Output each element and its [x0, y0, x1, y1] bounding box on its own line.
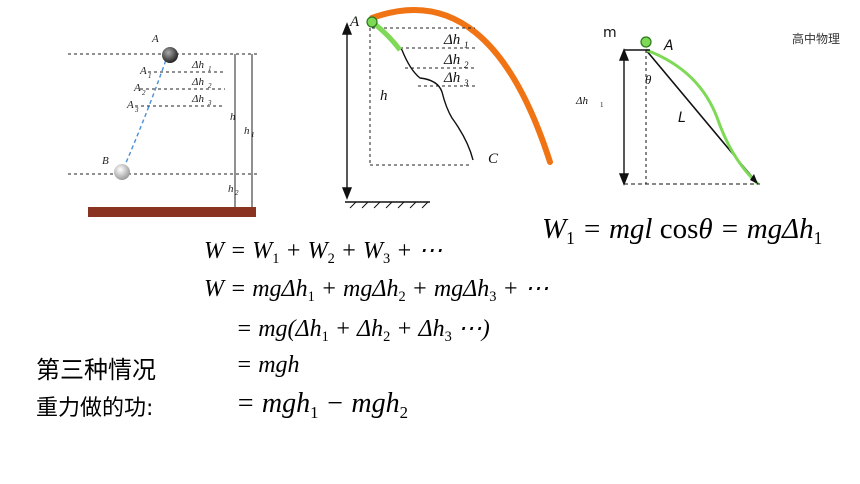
label-dh3: Δh: [443, 70, 460, 86]
trajectory-path: [121, 53, 169, 173]
work-label: 重力做的功:: [36, 396, 154, 421]
svg-text:2: 2: [208, 82, 212, 90]
formula-line-3: = mg(Δh1 + Δh2 + Δh3 ⋯): [236, 316, 490, 346]
label-C: C: [488, 151, 499, 167]
label-A3: A: [126, 99, 134, 111]
label-h: h: [230, 111, 236, 123]
svg-text:1: 1: [251, 131, 255, 139]
label-m: m: [603, 25, 617, 41]
svg-text:1: 1: [600, 101, 604, 109]
orange-curve: [369, 7, 553, 165]
point-a: [640, 36, 652, 48]
formula-line-4: = mgh: [236, 352, 300, 378]
ball-b: [114, 164, 130, 180]
ground: [88, 207, 256, 217]
formula-line-5: = mgh1 − mgh2: [236, 388, 409, 422]
case-label: 第三种情况: [36, 356, 156, 384]
svg-text:1: 1: [208, 65, 212, 73]
label-dh1: Δh: [191, 59, 204, 71]
svg-text:1: 1: [464, 40, 469, 50]
point-a: [366, 16, 378, 28]
label-h1: h: [244, 125, 250, 137]
figure-curved-track: A h C Δh 1 Δh 2 Δh 3: [341, 7, 553, 209]
formula-line-1: W = W1 + W2 + W3 + ⋯: [204, 238, 443, 268]
formula-line-2: W = mgΔh1 + mgΔh2 + mgΔh3 + ⋯: [204, 276, 549, 306]
green-curve: [645, 48, 760, 186]
label-dh2: Δh: [191, 76, 204, 88]
label-A: A: [151, 33, 159, 45]
label-h: h: [380, 88, 388, 104]
svg-text:2: 2: [142, 89, 146, 97]
figure-incline: m A θ L Δh 1: [575, 25, 760, 186]
svg-text:3: 3: [463, 78, 469, 88]
svg-text:2: 2: [235, 189, 239, 197]
label-B: B: [102, 155, 109, 167]
formula-right: W1 = mgl cosθ = mgΔh1: [542, 213, 823, 249]
label-dh1: Δh: [443, 32, 460, 48]
svg-text:3: 3: [134, 106, 139, 114]
svg-text:3: 3: [207, 99, 212, 107]
green-segment: [370, 20, 402, 52]
label-dh1: Δh: [575, 95, 588, 107]
label-dh3: Δh: [191, 93, 204, 105]
label-A: A: [349, 14, 360, 30]
label-A2: A: [133, 82, 141, 94]
subject-label: 高中物理: [792, 32, 841, 46]
label-dh2: Δh: [443, 52, 460, 68]
label-A: A: [663, 38, 674, 54]
figure-falling-ball: A A 1 A 2 A 3 B Δh 1 Δh 2 Δh 3 h h 1 h 2: [68, 33, 260, 217]
label-A1: A: [139, 65, 147, 77]
label-L: L: [678, 110, 686, 126]
svg-text:2: 2: [464, 60, 469, 70]
ball-a: [162, 47, 178, 63]
label-h2: h: [228, 183, 234, 195]
svg-text:1: 1: [148, 72, 152, 80]
label-theta: θ: [645, 72, 652, 87]
